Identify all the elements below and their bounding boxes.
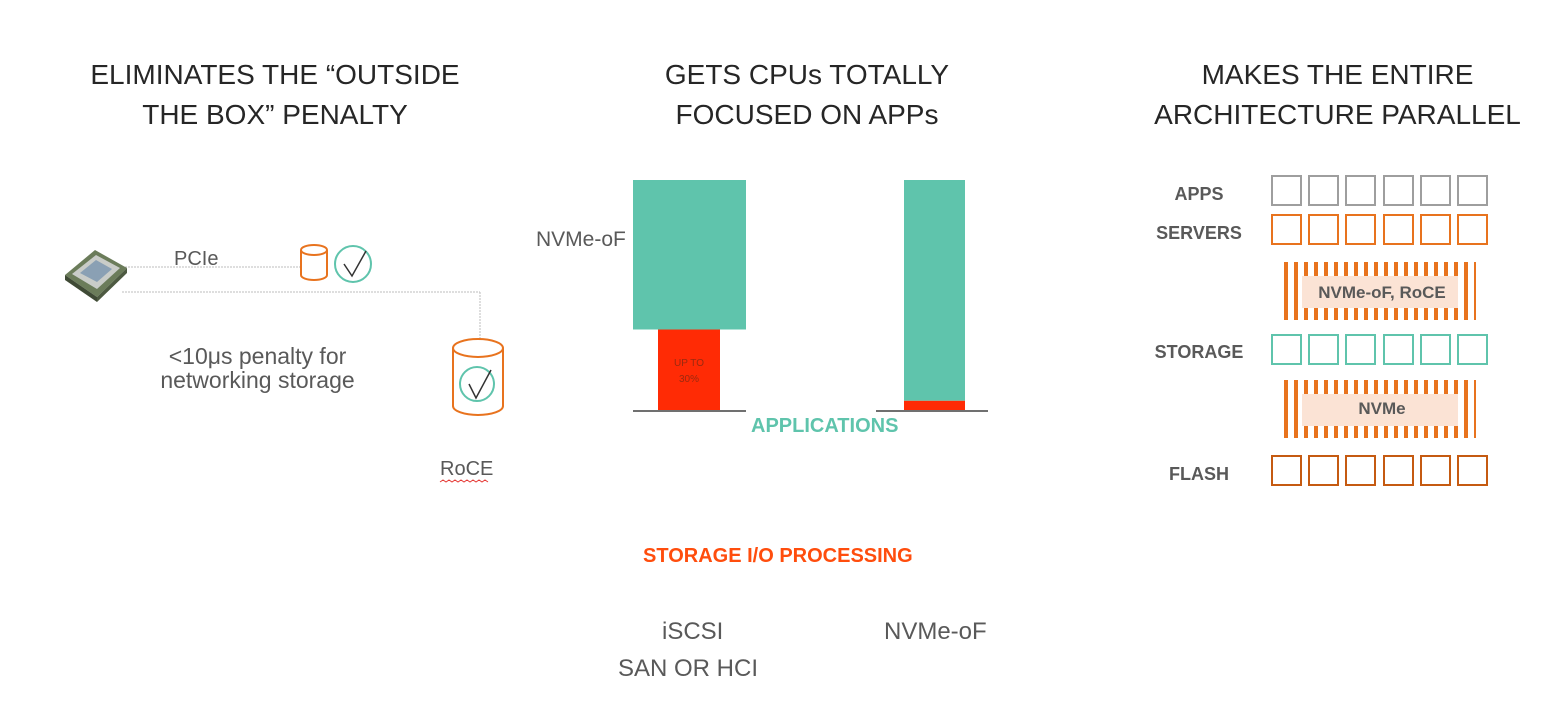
flash-box [1271,455,1302,486]
fabric-label-box-1 [1302,276,1458,308]
row-label-apps: APPS [1174,184,1224,204]
col3-title-line2: ARCHITECTURE PARALLEL [1154,99,1521,130]
servers-box [1382,214,1414,245]
roce-label: RoCE [440,458,494,480]
apps-box [1419,175,1451,206]
storage-box [1345,334,1377,365]
fabric-label-2: NVMe [1358,399,1406,418]
apps-box [1271,175,1302,206]
san-label: SAN OR HCI [618,655,759,682]
check-circle-large-icon [459,366,495,402]
flash-box [1457,455,1488,486]
apps-box [1345,175,1377,206]
nvmeof-side-label: NVMe-oF [536,228,626,251]
storage-box [1308,334,1340,365]
applications-bar-1 [633,180,746,330]
storage-io-bar-2 [904,400,965,410]
flash-box [1345,455,1377,486]
servers-box [1457,214,1488,245]
row-label-flash: FLASH [1169,464,1229,484]
upto-line2: 30% [678,374,699,385]
storage-box [1419,334,1451,365]
storage-io-bar-1 [658,329,720,410]
check-circle-small-icon [334,245,372,283]
cpu-chip-icon [65,250,127,302]
applications-bar-2 [904,180,965,401]
pcie-label: PCIe [174,248,219,270]
apps-box [1382,175,1414,206]
iscsi-label: iSCSI [662,618,724,645]
servers-box [1345,214,1377,245]
col2-title-line1: GETS CPUs TOTALLY [664,59,950,90]
row-label-servers: SERVERS [1156,223,1242,243]
storage-io-label: STORAGE I/O PROCESSING [643,545,913,567]
col1-diagram [65,244,504,483]
applications-label: APPLICATIONS [751,415,899,437]
col1-title-line2: THE BOX” PENALTY [142,99,408,130]
servers-box [1308,214,1340,245]
storage-box [1271,334,1302,365]
servers-box [1271,214,1302,245]
spellcheck-underline [439,479,489,483]
fabric-label-1: NVMe-oF, RoCE [1318,283,1446,302]
storage-cylinder-small-icon [300,244,328,281]
col3-title-line1: MAKES THE ENTIRE [1201,59,1474,90]
penalty-line2: networking storage [160,367,355,393]
cpu-usage-chart [633,180,988,412]
penalty-line1: <10μs penalty for [168,343,347,369]
penalty-text: <10μs penalty for networking storage [130,344,385,392]
storage-box [1382,334,1414,365]
col3-title: MAKES THE ENTIRE ARCHITECTURE PARALLEL [1130,55,1545,135]
flash-box [1419,455,1451,486]
servers-box [1419,214,1451,245]
flash-box [1382,455,1414,486]
fabric-label-box-2 [1302,394,1458,426]
upto-label: UP TO 30% [658,356,720,388]
apps-box [1308,175,1340,206]
row-label-storage: STORAGE [1154,342,1244,362]
col1-title: ELIMINATES THE “OUTSIDE THE BOX” PENALTY [70,55,480,135]
apps-box [1457,175,1488,206]
col1-title-line1: ELIMINATES THE “OUTSIDE [90,59,460,90]
upto-line1: UP TO [673,358,704,369]
nvmeof-bottom-label: NVMe-oF [884,618,987,645]
col2-title-line2: FOCUSED ON APPs [675,99,939,130]
storage-box [1457,334,1488,365]
col2-title: GETS CPUs TOTALLY FOCUSED ON APPs [600,55,1014,135]
flash-box [1308,455,1340,486]
